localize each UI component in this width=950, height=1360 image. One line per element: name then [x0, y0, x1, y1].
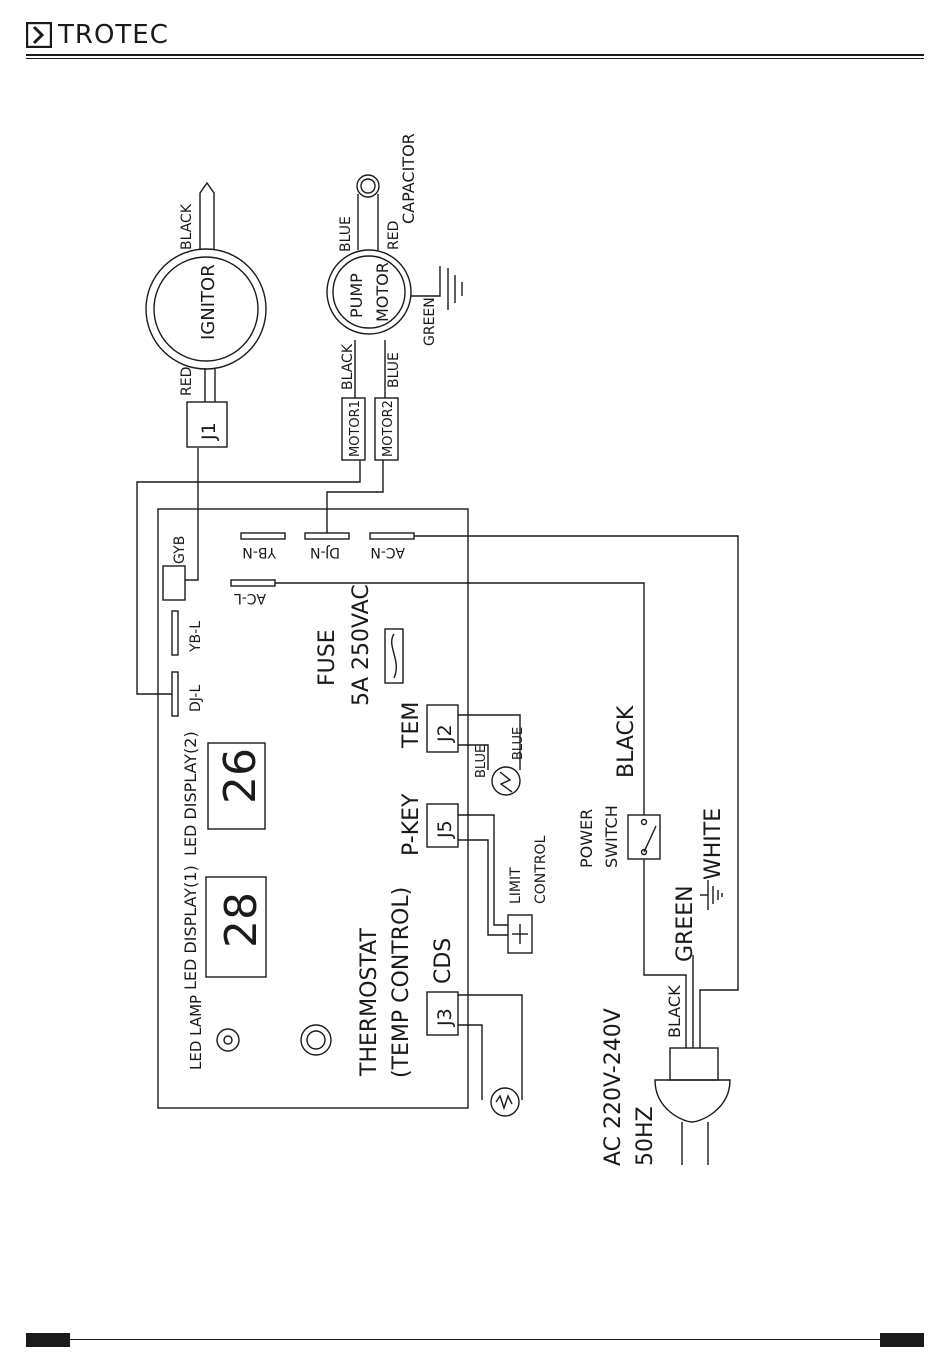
plug-head [654, 1079, 731, 1123]
header-rule-thin [26, 58, 924, 59]
label-black-motor: BLACK [340, 343, 356, 390]
label-yb-n: YB-N [242, 544, 277, 560]
label-thermostat-sub: (TEMP CONTROL) [389, 887, 414, 1078]
label-black-switch: BLACK [614, 705, 639, 778]
label-thermostat: THERMOSTAT [357, 927, 382, 1077]
thermostat-knob-icon [300, 1024, 332, 1056]
label-j3: J3 [434, 1008, 456, 1027]
label-j1: J1 [198, 422, 220, 441]
power-switch [627, 814, 661, 860]
label-p-key: P-KEY [399, 793, 424, 856]
led-display-2-frame [207, 742, 266, 830]
label-blue-motor: BLUE [386, 352, 402, 388]
connector-j3 [426, 991, 459, 1036]
limit-control-switch [507, 914, 533, 954]
label-tem: TEM [399, 702, 424, 749]
label-motor: MOTOR [373, 262, 392, 322]
label-led-lamp: LED LAMP [187, 995, 205, 1070]
footer-block-right [880, 1333, 924, 1347]
label-fuse-rating: 5A 250VAC [349, 584, 374, 706]
label-cds: CDS [431, 938, 456, 984]
brand-name: TROTEC [58, 20, 169, 50]
label-motor1: MOTOR1 [348, 400, 363, 457]
connector-j1 [186, 401, 228, 448]
label-dj-n: DJ-N [310, 544, 340, 560]
label-black-ignitor: BLACK [179, 203, 195, 250]
cds-sensor-icon [490, 1087, 520, 1117]
led-display-1-value: 28 [216, 892, 267, 948]
footer-block-left [26, 1333, 70, 1347]
label-j5: J5 [434, 820, 456, 839]
connector-j5 [426, 803, 459, 848]
logo-chevron-icon [26, 22, 52, 48]
connector-dj-l [171, 671, 179, 717]
label-red-ignitor: RED [179, 367, 195, 396]
label-red-pump: RED [386, 221, 402, 250]
header-rule [26, 54, 924, 56]
label-green-pump: GREEN [422, 297, 438, 346]
control-board [157, 508, 469, 1109]
label-blue-j2-b: BLUE [511, 727, 526, 760]
fuse-symbol [384, 628, 404, 684]
footer-line [70, 1339, 880, 1340]
temp-sensor-icon [491, 766, 521, 796]
label-ac-voltage: AC 220V-240V [601, 1008, 626, 1166]
label-ignitor: IGNITOR [198, 264, 219, 340]
capacitor-icon [356, 174, 380, 198]
label-capacitor: CAPACITOR [399, 133, 418, 224]
label-j2: J2 [434, 724, 456, 743]
label-black-ac: BLACK [665, 985, 684, 1038]
trotec-logo: TROTEC [26, 22, 169, 48]
label-motor2: MOTOR2 [381, 400, 396, 457]
connector-motor2 [374, 397, 399, 461]
connector-motor1 [341, 397, 366, 461]
connector-yb-l [171, 610, 179, 656]
label-green-ac: GREEN [673, 885, 698, 962]
label-gyb: GYB [172, 536, 188, 564]
ignitor-body [145, 248, 267, 370]
connector-dj-n [304, 532, 350, 540]
connector-yb-n [240, 532, 286, 540]
label-ac-n: AC-N [370, 544, 405, 560]
connector-ac-n [369, 532, 415, 540]
label-control: CONTROL [533, 835, 549, 904]
label-led-display-2: LED DISPLAY(2) [181, 731, 200, 856]
label-fuse: FUSE [315, 629, 340, 686]
connector-j2 [426, 704, 459, 753]
connector-gyb [162, 565, 186, 601]
label-power: POWER [577, 809, 596, 868]
label-pump: PUMP [347, 273, 366, 318]
pump-motor-body [326, 249, 412, 335]
label-white: WHITE [701, 808, 726, 880]
label-switch: SWITCH [602, 805, 621, 868]
connector-ac-l [230, 579, 276, 587]
label-yb-l: YB-L [188, 621, 204, 653]
label-ac-l: AC-L [234, 590, 266, 606]
label-blue-j2-a: BLUE [474, 745, 489, 778]
label-limit: LIMIT [508, 867, 524, 904]
led-lamp-icon [216, 1028, 240, 1052]
plug-body [669, 1047, 719, 1081]
label-blue-pump: BLUE [338, 216, 354, 252]
footer-bar [26, 1333, 924, 1347]
label-ac-freq: 50HZ [633, 1106, 658, 1166]
led-display-1-frame [205, 876, 267, 978]
label-led-display-1: LED DISPLAY(1) [181, 865, 200, 990]
label-dj-l: DJ-L [188, 685, 204, 712]
led-display-2-value: 26 [215, 748, 266, 804]
